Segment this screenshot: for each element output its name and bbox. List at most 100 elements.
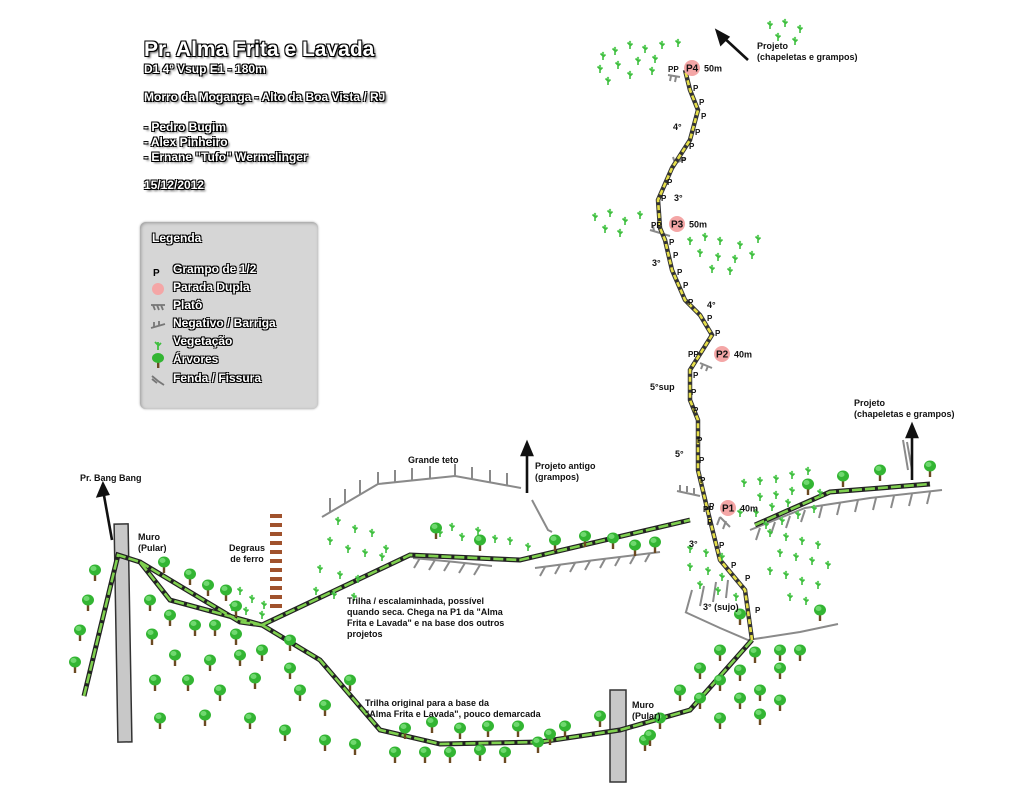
vegetation-sprout bbox=[378, 551, 386, 562]
tree bbox=[230, 628, 242, 645]
label-trilha-escalaminhada: Trilha / escalaminhada, possível quando … bbox=[347, 596, 505, 639]
tree bbox=[754, 684, 766, 701]
tree bbox=[607, 532, 619, 549]
tree bbox=[594, 710, 606, 727]
vegetation-sprout bbox=[701, 232, 709, 242]
tree bbox=[814, 604, 826, 621]
bolt-marker: P bbox=[755, 606, 761, 615]
route-line bbox=[655, 69, 755, 641]
vegetation-sprout bbox=[702, 547, 710, 558]
bolt-marker: P bbox=[715, 329, 721, 338]
vegetation-sprout bbox=[704, 565, 712, 576]
tree bbox=[89, 564, 101, 581]
belay-marker bbox=[720, 500, 736, 516]
vegetation-sprout bbox=[634, 55, 642, 66]
tree bbox=[214, 684, 226, 701]
vegetation-sprout bbox=[686, 236, 694, 246]
belay-name: P2 bbox=[716, 350, 729, 361]
tree bbox=[389, 746, 401, 763]
vegetation-sprout bbox=[792, 551, 800, 562]
vegetation-sprout bbox=[802, 595, 810, 606]
tree bbox=[184, 568, 196, 585]
tree bbox=[749, 646, 761, 663]
belay-length: 40m bbox=[740, 504, 758, 514]
vegetation-sprout bbox=[382, 543, 390, 554]
vegetation-sprout bbox=[824, 559, 832, 570]
vegetation-sprout bbox=[788, 469, 796, 480]
vegetation-sprout bbox=[368, 527, 376, 538]
vegetation-sprout bbox=[599, 50, 607, 61]
tree bbox=[244, 712, 256, 729]
belay-marker bbox=[669, 216, 685, 232]
vegetation-sprout bbox=[621, 216, 629, 226]
belay-length: 50m bbox=[704, 64, 722, 74]
pitch-grade: 3° bbox=[652, 258, 661, 268]
bolt-marker: P bbox=[731, 561, 737, 570]
route-grade: D1 4º Vsup E1 - 180m bbox=[144, 62, 266, 76]
tree bbox=[154, 712, 166, 729]
climber-1: - Pedro Bugim bbox=[144, 120, 227, 134]
belay-name: P1 bbox=[722, 504, 735, 515]
vegetation-sprout bbox=[448, 521, 456, 532]
vegetation-sprout bbox=[591, 212, 599, 222]
vegetation-sprout bbox=[798, 535, 806, 546]
vegetation-sprout bbox=[636, 210, 644, 220]
tree bbox=[532, 736, 544, 753]
tree bbox=[474, 744, 486, 761]
tree bbox=[144, 594, 156, 611]
vegetation-sprout bbox=[708, 263, 716, 274]
bolt-icon: P bbox=[153, 268, 160, 279]
vegetation-sprout bbox=[491, 533, 499, 544]
bolt-marker: P bbox=[661, 194, 667, 203]
vegetation-sprout bbox=[781, 17, 789, 28]
double-bolt-marker: PP bbox=[688, 350, 699, 359]
bolt-marker: P bbox=[697, 436, 703, 445]
pitch-grade: 5° bbox=[675, 449, 684, 459]
tree bbox=[82, 594, 94, 611]
vegetation-sprout bbox=[316, 563, 324, 574]
label-bang-bang: Pr. Bang Bang bbox=[80, 473, 142, 483]
vegetation-sprout bbox=[611, 45, 619, 56]
tree bbox=[349, 738, 361, 755]
tree bbox=[158, 556, 170, 573]
vegetation-sprout bbox=[601, 224, 609, 234]
vegetation-sprout bbox=[766, 565, 774, 576]
vegetation-sprout bbox=[474, 525, 482, 536]
label-projeto-top: Projeto (chapeletas e grampos) bbox=[757, 41, 858, 62]
belay-name: P4 bbox=[686, 64, 699, 75]
tree bbox=[256, 644, 268, 661]
tree bbox=[209, 619, 221, 636]
bolt-marker: P bbox=[669, 238, 675, 247]
pitch-grade: 3° (sujo) bbox=[703, 602, 739, 612]
legend-panel: Legenda P Grampo de 1/2 Parada Dupla Pla… bbox=[140, 222, 318, 409]
tree bbox=[924, 460, 936, 477]
vegetation-sprout bbox=[731, 254, 739, 264]
vegetation-sprout bbox=[506, 535, 514, 546]
route-date: 15/12/2012 bbox=[144, 178, 205, 192]
bolt-marker: P bbox=[681, 156, 687, 165]
vegetation-sprout bbox=[756, 491, 764, 502]
arrows bbox=[95, 28, 919, 541]
tree bbox=[734, 664, 746, 681]
vegetation-sprout bbox=[524, 541, 532, 552]
tree bbox=[189, 619, 201, 636]
vegetation-sprout bbox=[351, 523, 359, 534]
pitch-grade: 5°sup bbox=[650, 382, 675, 392]
iron-ladder bbox=[270, 514, 282, 608]
tree bbox=[649, 536, 661, 553]
vegetation-sprout bbox=[626, 39, 634, 50]
label-muro-left: Muro (Pular) bbox=[138, 532, 167, 553]
tree-icon bbox=[152, 353, 164, 368]
tree bbox=[774, 644, 786, 661]
double-bolt-marker: PP bbox=[668, 65, 679, 74]
vegetation-sprout bbox=[458, 531, 466, 542]
belay-marker bbox=[714, 346, 730, 362]
bolt-marker: P bbox=[699, 456, 705, 465]
pitch-grade: 3° bbox=[674, 193, 683, 203]
bolt-marker: P bbox=[700, 476, 706, 485]
legend-item-trees: Árvores bbox=[173, 352, 219, 366]
tree bbox=[182, 674, 194, 691]
route-title: Pr. Alma Frita e Lavada bbox=[144, 38, 375, 61]
